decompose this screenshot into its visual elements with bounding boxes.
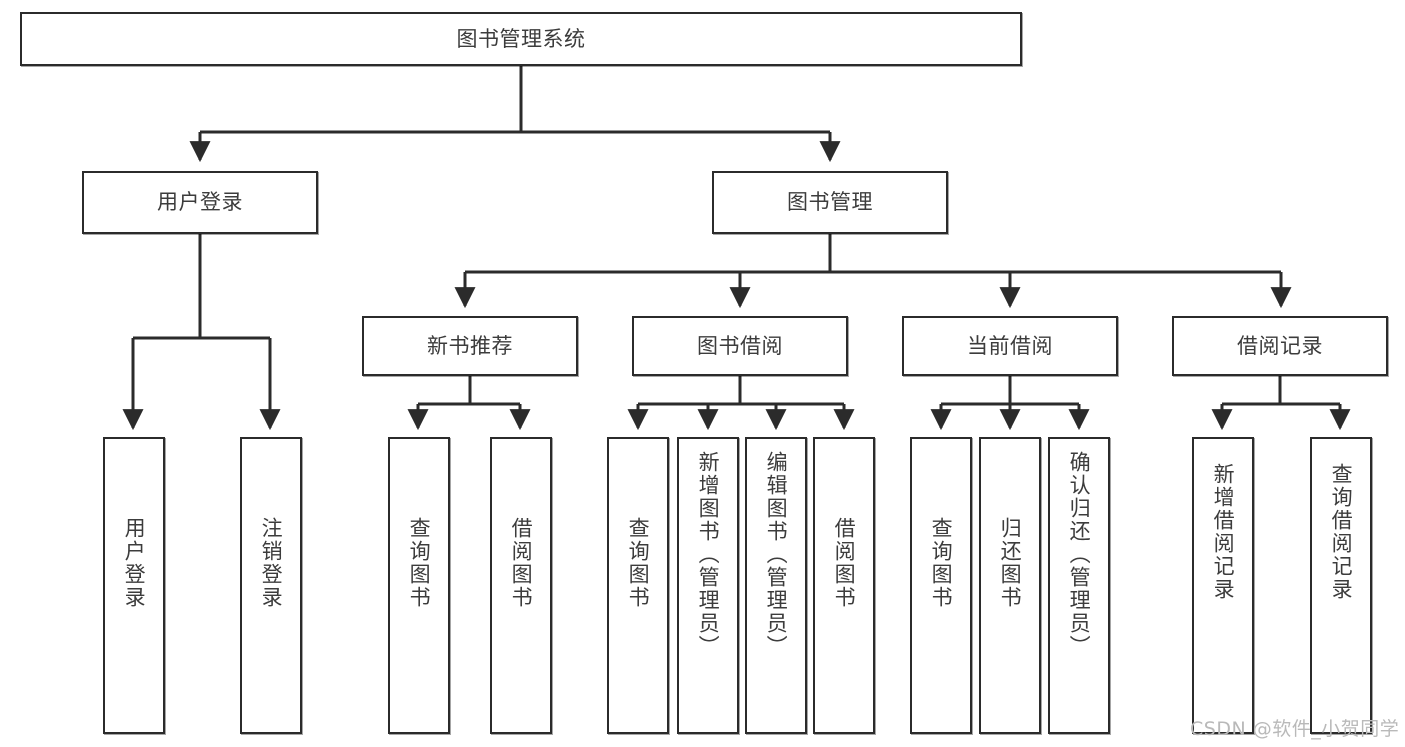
node-label: 借阅图书 — [509, 517, 534, 609]
node-label: 查询借阅记录 — [1329, 463, 1354, 601]
leaf-add-borrow-record[interactable]: 新增借阅记录 — [1192, 437, 1254, 734]
leaf-borrow-book[interactable]: 借阅图书 — [813, 437, 875, 734]
leaf-return-book[interactable]: 归还图书 — [979, 437, 1041, 734]
leaf-borrow-book-recommend[interactable]: 借阅图书 — [490, 437, 552, 734]
node-book-borrow[interactable]: 图书借阅 — [632, 316, 848, 376]
leaf-edit-book-admin[interactable]: 编辑图书（管理员） — [745, 437, 807, 734]
leaf-query-book-borrow[interactable]: 查询图书 — [607, 437, 669, 734]
node-user-login[interactable]: 用户登录 — [82, 171, 318, 234]
node-label: 借阅记录 — [1237, 333, 1323, 358]
leaf-query-borrow-record[interactable]: 查询借阅记录 — [1310, 437, 1372, 734]
node-label: 图书管理系统 — [456, 26, 586, 51]
node-borrow-record[interactable]: 借阅记录 — [1172, 316, 1388, 376]
node-label: 新增图书（管理员） — [696, 451, 721, 658]
node-label: 当前借阅 — [967, 333, 1053, 358]
leaf-query-book-recommend[interactable]: 查询图书 — [388, 437, 450, 734]
node-label: 新增借阅记录 — [1211, 463, 1236, 601]
node-label: 图书借阅 — [697, 333, 783, 358]
node-label: 注销登录 — [259, 517, 284, 609]
leaf-user-login[interactable]: 用户登录 — [103, 437, 165, 734]
node-label: 查询图书 — [407, 517, 432, 609]
node-label: 归还图书 — [998, 517, 1023, 609]
leaf-add-book-admin[interactable]: 新增图书（管理员） — [677, 437, 739, 734]
node-label: 借阅图书 — [832, 517, 857, 609]
node-book-management[interactable]: 图书管理 — [712, 171, 948, 234]
node-current-borrow[interactable]: 当前借阅 — [902, 316, 1118, 376]
leaf-confirm-return-admin[interactable]: 确认归还（管理员） — [1048, 437, 1110, 734]
node-label: 编辑图书（管理员） — [764, 451, 789, 658]
leaf-query-book-current[interactable]: 查询图书 — [910, 437, 972, 734]
node-label: 查询图书 — [929, 517, 954, 609]
node-label: 查询图书 — [626, 517, 651, 609]
node-label: 用户登录 — [122, 517, 147, 609]
node-label: 确认归还（管理员） — [1067, 451, 1092, 658]
node-new-book-recommend[interactable]: 新书推荐 — [362, 316, 578, 376]
leaf-logout-login[interactable]: 注销登录 — [240, 437, 302, 734]
node-label: 图书管理 — [787, 190, 873, 215]
node-label: 新书推荐 — [427, 333, 513, 358]
node-label: 用户登录 — [157, 190, 243, 215]
node-book-management-system[interactable]: 图书管理系统 — [20, 12, 1022, 66]
